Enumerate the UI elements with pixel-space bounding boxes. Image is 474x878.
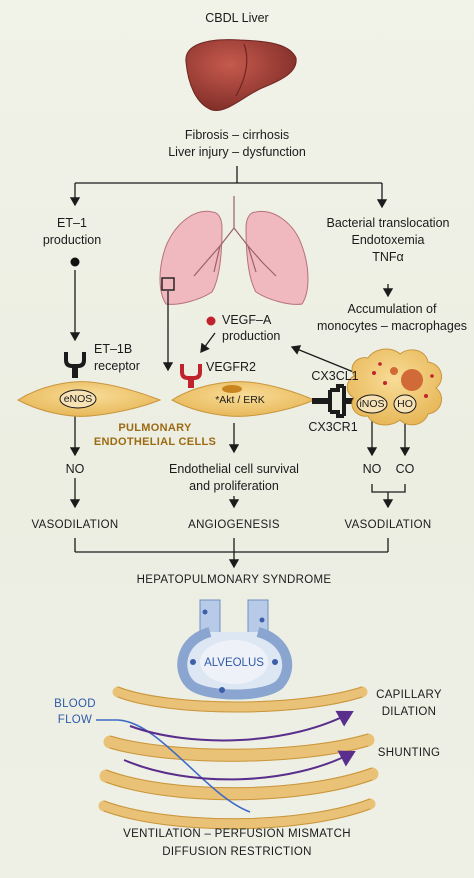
- vegfr2-label: VEGFR2: [206, 360, 257, 374]
- et1b-receptor-icon: [64, 352, 86, 378]
- et1-label: ET–1: [57, 216, 87, 230]
- et1-production-label: production: [42, 233, 102, 247]
- alveolus-illustration: [177, 599, 293, 700]
- capillary-label: CAPILLARY: [376, 689, 442, 701]
- endotoxemia-label: Endotoxemia: [351, 233, 425, 247]
- co-label: CO: [395, 462, 415, 476]
- bacterial-translocation-label: Bacterial translocation: [326, 216, 450, 230]
- middle-arrows: [162, 291, 240, 509]
- accumulation-label: Accumulation of: [347, 302, 437, 316]
- akt-erk-label: *Akt / ERK: [215, 394, 265, 406]
- vegf-a-label: VEGF–A: [222, 313, 272, 327]
- right-vasodilation-label: VASODILATION: [344, 519, 432, 531]
- cx3cl1-cx3cr1-connector: [312, 384, 358, 418]
- ho-label: HO: [397, 398, 413, 410]
- hps-connector: [74, 538, 389, 569]
- shunt-flow-arrow: [123, 750, 356, 781]
- vegf-molecule: [206, 316, 216, 326]
- cx3cl1-label: CX3CL1: [311, 369, 359, 383]
- right-arrows: [290, 284, 411, 509]
- enos-label: eNOS: [63, 393, 93, 405]
- inos-label: iNOS: [359, 398, 385, 410]
- left-no-label: NO: [65, 462, 85, 476]
- vegf-production-label: production: [222, 329, 281, 343]
- left-endothelial-cell: [17, 381, 162, 417]
- hps-label: HEPATOPULMONARY SYNDROME: [136, 574, 332, 586]
- right-no-label: NO: [362, 462, 382, 476]
- lungs-illustration: [159, 196, 309, 305]
- et1-molecule: [70, 257, 80, 267]
- receptor-label: receptor: [94, 359, 140, 373]
- monocytes-macrophages-label: monocytes – macrophages: [316, 319, 468, 333]
- blood-label: BLOOD: [54, 698, 96, 710]
- endothelial-cells-label: ENDOTHELIAL CELLS: [93, 436, 217, 448]
- capillary-vessels: [98, 686, 379, 830]
- cx3cr1-label: CX3CR1: [308, 420, 358, 434]
- shunting-label: SHUNTING: [377, 747, 441, 759]
- survival-label: Endothelial cell survival: [169, 462, 299, 476]
- dilation-label: DILATION: [381, 706, 437, 718]
- vq-mismatch-label: VENTILATION – PERFUSION MISMATCH: [123, 828, 351, 840]
- fibrosis-label: Fibrosis – cirrhosis: [184, 128, 290, 142]
- macrophage-cell: [346, 348, 443, 426]
- pulmonary-label: PULMONARY: [118, 422, 192, 434]
- left-vasodilation-label: VASODILATION: [31, 519, 119, 531]
- liver-illustration: [185, 39, 297, 112]
- et1b-label: ET–1B: [94, 342, 133, 356]
- diffusion-restriction-label: DIFFUSION RESTRICTION: [162, 846, 312, 858]
- angiogenesis-label: ANGIOGENESIS: [188, 519, 280, 531]
- liver-title: CBDL Liver: [205, 11, 269, 25]
- tnf-alpha-label: TNFα: [372, 250, 404, 264]
- liver-injury-label: Liver injury – dysfunction: [168, 145, 306, 159]
- blood-flow-line: [96, 719, 251, 813]
- flow-label: FLOW: [57, 714, 93, 726]
- proliferation-label: and proliferation: [189, 479, 279, 493]
- capillary-flow-arrow: [129, 710, 354, 742]
- vegfr2-receptor-icon: [180, 364, 202, 388]
- alveolus-label: ALVEOLUS: [204, 657, 264, 669]
- top-connector: [69, 166, 388, 209]
